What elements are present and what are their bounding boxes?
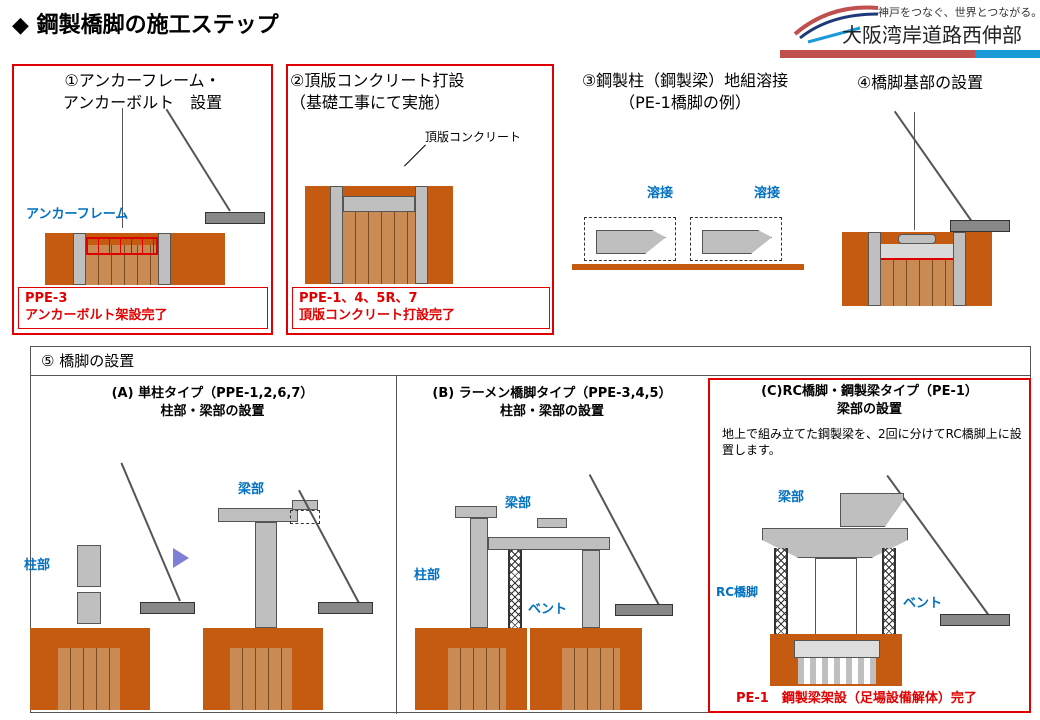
logo-name: 大阪湾岸道路西伸部: [842, 23, 1022, 47]
anchor-frame-label: アンカーフレーム: [26, 207, 129, 222]
crane-truck: [940, 614, 1010, 626]
crane-truck: [318, 602, 373, 614]
pile: [230, 648, 292, 710]
pile: [58, 648, 120, 710]
bent-tower: [774, 548, 788, 634]
column-lower: [77, 592, 101, 624]
pile: [448, 648, 506, 710]
section-c-note: PE-1 鋼製梁架設（足場設備解体）完了: [730, 688, 1020, 709]
bent-label: ベント: [903, 596, 943, 611]
pile: [881, 260, 953, 306]
wall: [868, 232, 881, 306]
column: [582, 550, 600, 628]
beam-lifted: [537, 518, 567, 528]
column-lifted: [77, 545, 101, 587]
wall: [158, 233, 171, 285]
crane-truck: [615, 604, 673, 616]
beam-label: 梁部: [778, 490, 805, 505]
crane-truck: [205, 212, 265, 224]
weld-outline: [584, 217, 676, 261]
crane-truck: [140, 602, 195, 614]
column-label: 柱部: [414, 568, 441, 583]
step3-title: ③鋼製柱（鋼製梁）地組溶接（PE-1橋脚の例）: [581, 71, 789, 112]
weld-label: 溶接: [647, 186, 674, 201]
top-slab: [343, 196, 415, 212]
piles: [798, 658, 876, 684]
header-bar-blue: [975, 50, 1040, 58]
step1-title: ①アンカーフレーム・: [64, 71, 221, 90]
crane-wire: [914, 112, 915, 230]
anchor-frame: [86, 237, 158, 255]
beam: [218, 508, 298, 522]
pile: [343, 212, 415, 284]
wall: [953, 232, 966, 306]
crane-wire: [122, 108, 123, 228]
beam-label: 梁部: [505, 496, 532, 511]
step2-panel: ②頂版コンクリート打設 （基礎工事にて実施）: [286, 64, 554, 335]
weld-outline: [690, 217, 782, 261]
pier-base: [898, 234, 936, 244]
crane-truck: [950, 220, 1010, 232]
step2-title-2: （基礎工事にて実施）: [290, 93, 451, 112]
beam-label: 梁部: [238, 482, 265, 497]
section-a-title: (A) 単柱タイプ（PPE-1,2,6,7）柱部・梁部の設置: [111, 386, 314, 419]
arrow-right-icon: [173, 548, 189, 568]
page-title: ◆ 鋼製橋脚の施工ステップ: [12, 13, 279, 38]
wall: [415, 186, 428, 284]
bent-tower: [882, 548, 896, 634]
wall: [330, 186, 343, 284]
step1-title-2: アンカーボルト 設置: [62, 93, 223, 112]
beam-left: [455, 506, 497, 518]
section5-title: ⑤ 橋脚の設置: [31, 347, 1030, 376]
wall: [73, 233, 86, 285]
step2-title: ②頂版コンクリート打設: [290, 71, 465, 90]
column: [255, 522, 277, 628]
logo: [790, 4, 880, 44]
beam-outline: [290, 510, 320, 524]
step1-panel: ①アンカーフレーム・アンカーボルト 設置: [12, 64, 273, 335]
top-slab-label: 頂版コンクリート: [425, 130, 522, 144]
logo-tagline: 神戸をつなぐ、世界とつながる。: [878, 6, 1040, 19]
divider: [396, 376, 397, 714]
rc-pier: [815, 558, 857, 638]
column-label: 柱部: [24, 558, 51, 573]
beam: [488, 537, 610, 550]
section-c-description: 地上で組み立てた鋼製梁を、2回に分けてRC橋脚上に設置します。: [722, 427, 1022, 457]
ground: [572, 264, 804, 270]
section-b-title: (B) ラーメン橋脚タイプ（PPE-3,4,5）柱部・梁部の設置: [432, 386, 672, 419]
bent-label: ベント: [528, 602, 568, 617]
section-c-title: (C)RC橋脚・鋼製梁タイプ（PE-1）梁部の設置: [761, 384, 978, 417]
logo-swoosh-icon: [793, 5, 879, 44]
base-slab: [881, 244, 953, 260]
footing: [794, 640, 880, 658]
column: [470, 518, 488, 628]
pile: [562, 648, 620, 710]
step4-title: ④橋脚基部の設置: [856, 73, 984, 92]
header-bar-red: [780, 50, 975, 58]
bent-tower: [508, 550, 522, 628]
rc-pier-label: RC橋脚: [716, 585, 759, 599]
weld-label: 溶接: [754, 186, 781, 201]
crane-boom: [893, 110, 976, 227]
section-c-panel: [708, 378, 1031, 713]
